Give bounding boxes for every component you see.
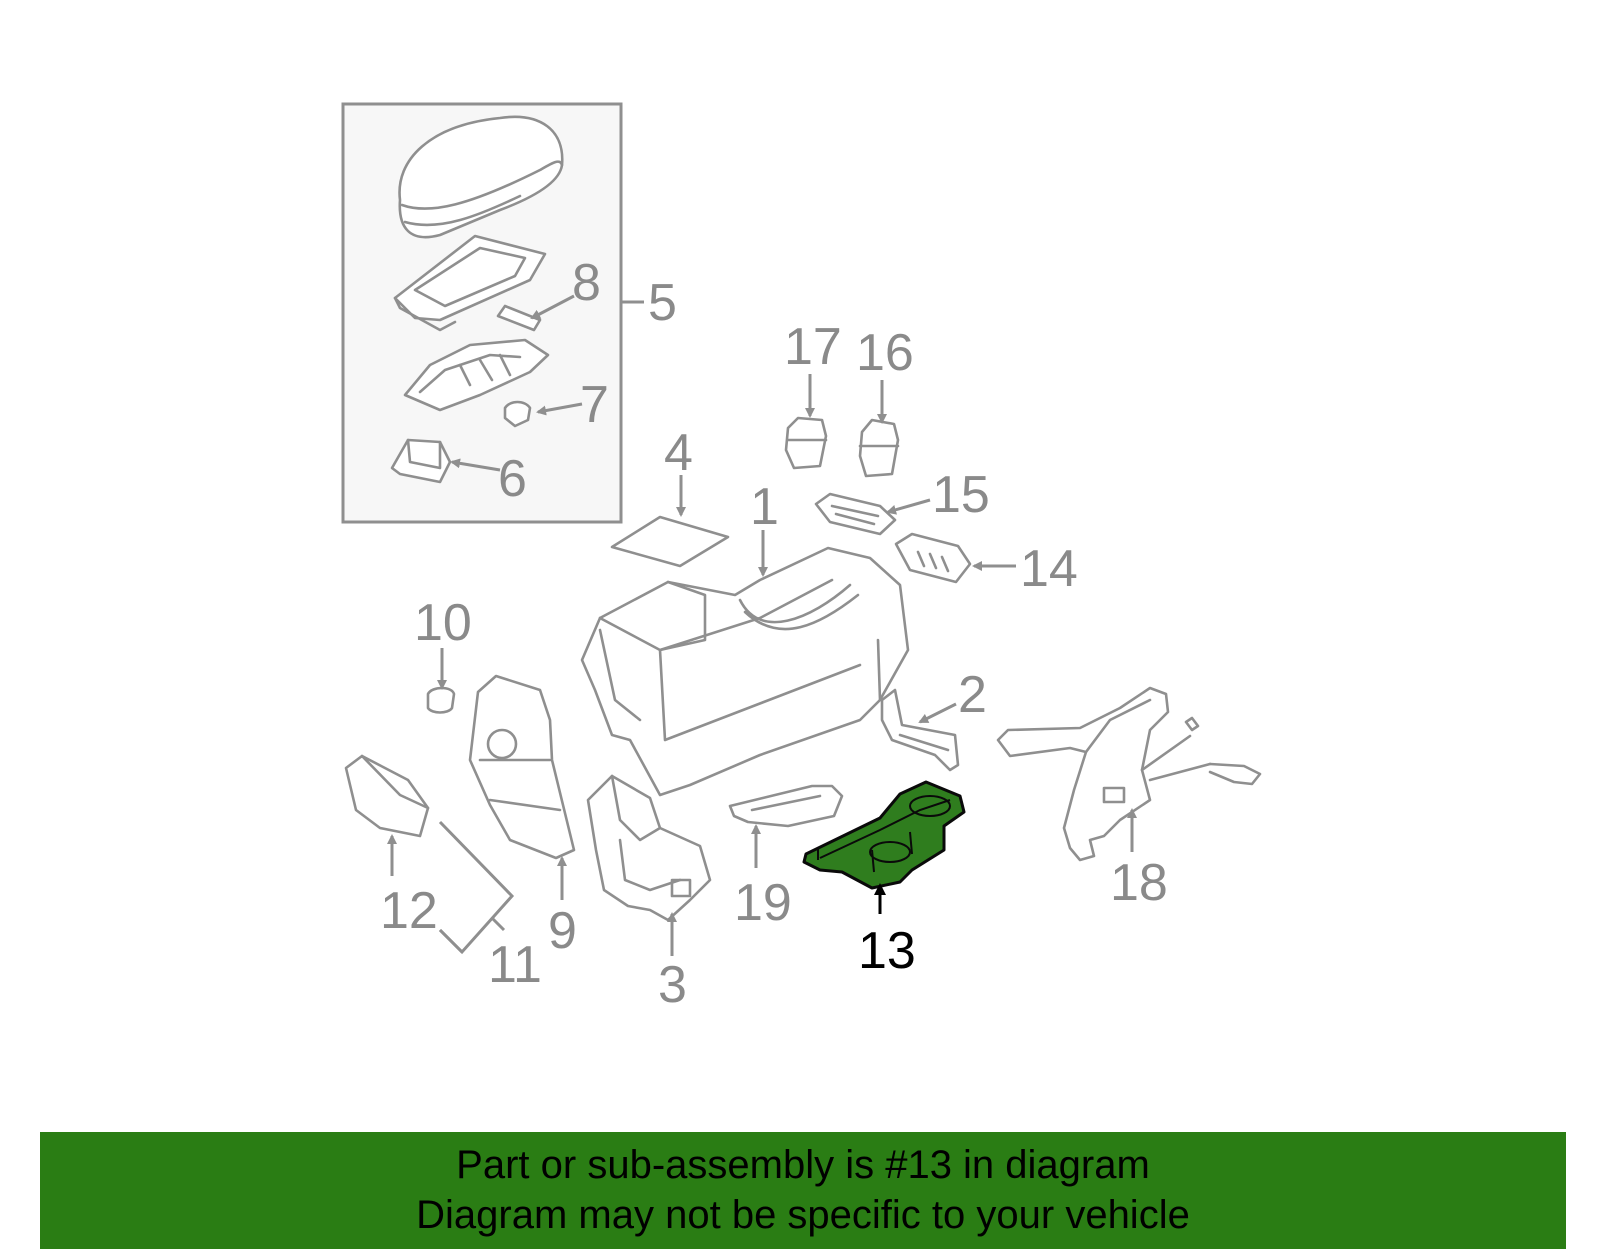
- banner-line-1: Part or sub-assembly is #13 in diagram: [456, 1143, 1150, 1187]
- callout-1: 1: [750, 478, 779, 536]
- switch-panel-part-15: [814, 492, 897, 536]
- callout-5: 5: [648, 274, 677, 332]
- callout-2: 2: [958, 666, 987, 724]
- callout-18: 18: [1110, 854, 1168, 912]
- callout-15: 15: [932, 466, 990, 524]
- callout-19: 19: [734, 874, 792, 932]
- armrest-lid-part: [398, 115, 564, 239]
- trim-panel-part-12: [344, 754, 430, 838]
- vent-part-14: [894, 532, 972, 584]
- callout-9: 9: [548, 902, 577, 960]
- callout-3: 3: [658, 956, 687, 1014]
- support-bracket-part-3: [586, 774, 712, 922]
- hinge-plate-part: [403, 338, 550, 412]
- cup-holder-part-13: [802, 780, 966, 890]
- callout-10: 10: [414, 594, 472, 652]
- switch-part-16: [858, 418, 900, 478]
- mat-part-4: [610, 515, 730, 568]
- plug-part-10: [426, 686, 456, 714]
- storage-tray-part: [393, 234, 547, 332]
- bracket-part-2: [880, 688, 960, 772]
- callout-8: 8: [572, 254, 601, 312]
- callout-11: 11: [488, 936, 542, 994]
- callout-7: 7: [580, 376, 609, 434]
- callout-14: 14: [1020, 540, 1078, 598]
- side-panel-part-9: [468, 674, 576, 860]
- latch-part-7: [503, 400, 532, 428]
- clip-part-8: [496, 304, 542, 332]
- parking-brake-part-18: [996, 686, 1262, 862]
- callout-17: 17: [784, 318, 842, 376]
- switch-part-17: [784, 416, 828, 470]
- callout-6: 6: [498, 450, 527, 508]
- banner-line-2: Diagram may not be specific to your vehi…: [416, 1193, 1190, 1237]
- console-body-part-1: [580, 546, 910, 797]
- callout-12: 12: [380, 882, 438, 940]
- callout-16: 16: [856, 324, 914, 382]
- callout-13: 13: [858, 922, 916, 980]
- tray-part-19: [728, 784, 844, 828]
- parts-diagram: 5 8 7 6 4 1 17 16 15 14 2 10 12 11 9 3 1…: [341, 102, 1262, 1014]
- callout-4: 4: [664, 424, 693, 482]
- info-banner: Part or sub-assembly is #13 in diagram D…: [40, 1132, 1566, 1249]
- bracket-part-6: [390, 438, 452, 484]
